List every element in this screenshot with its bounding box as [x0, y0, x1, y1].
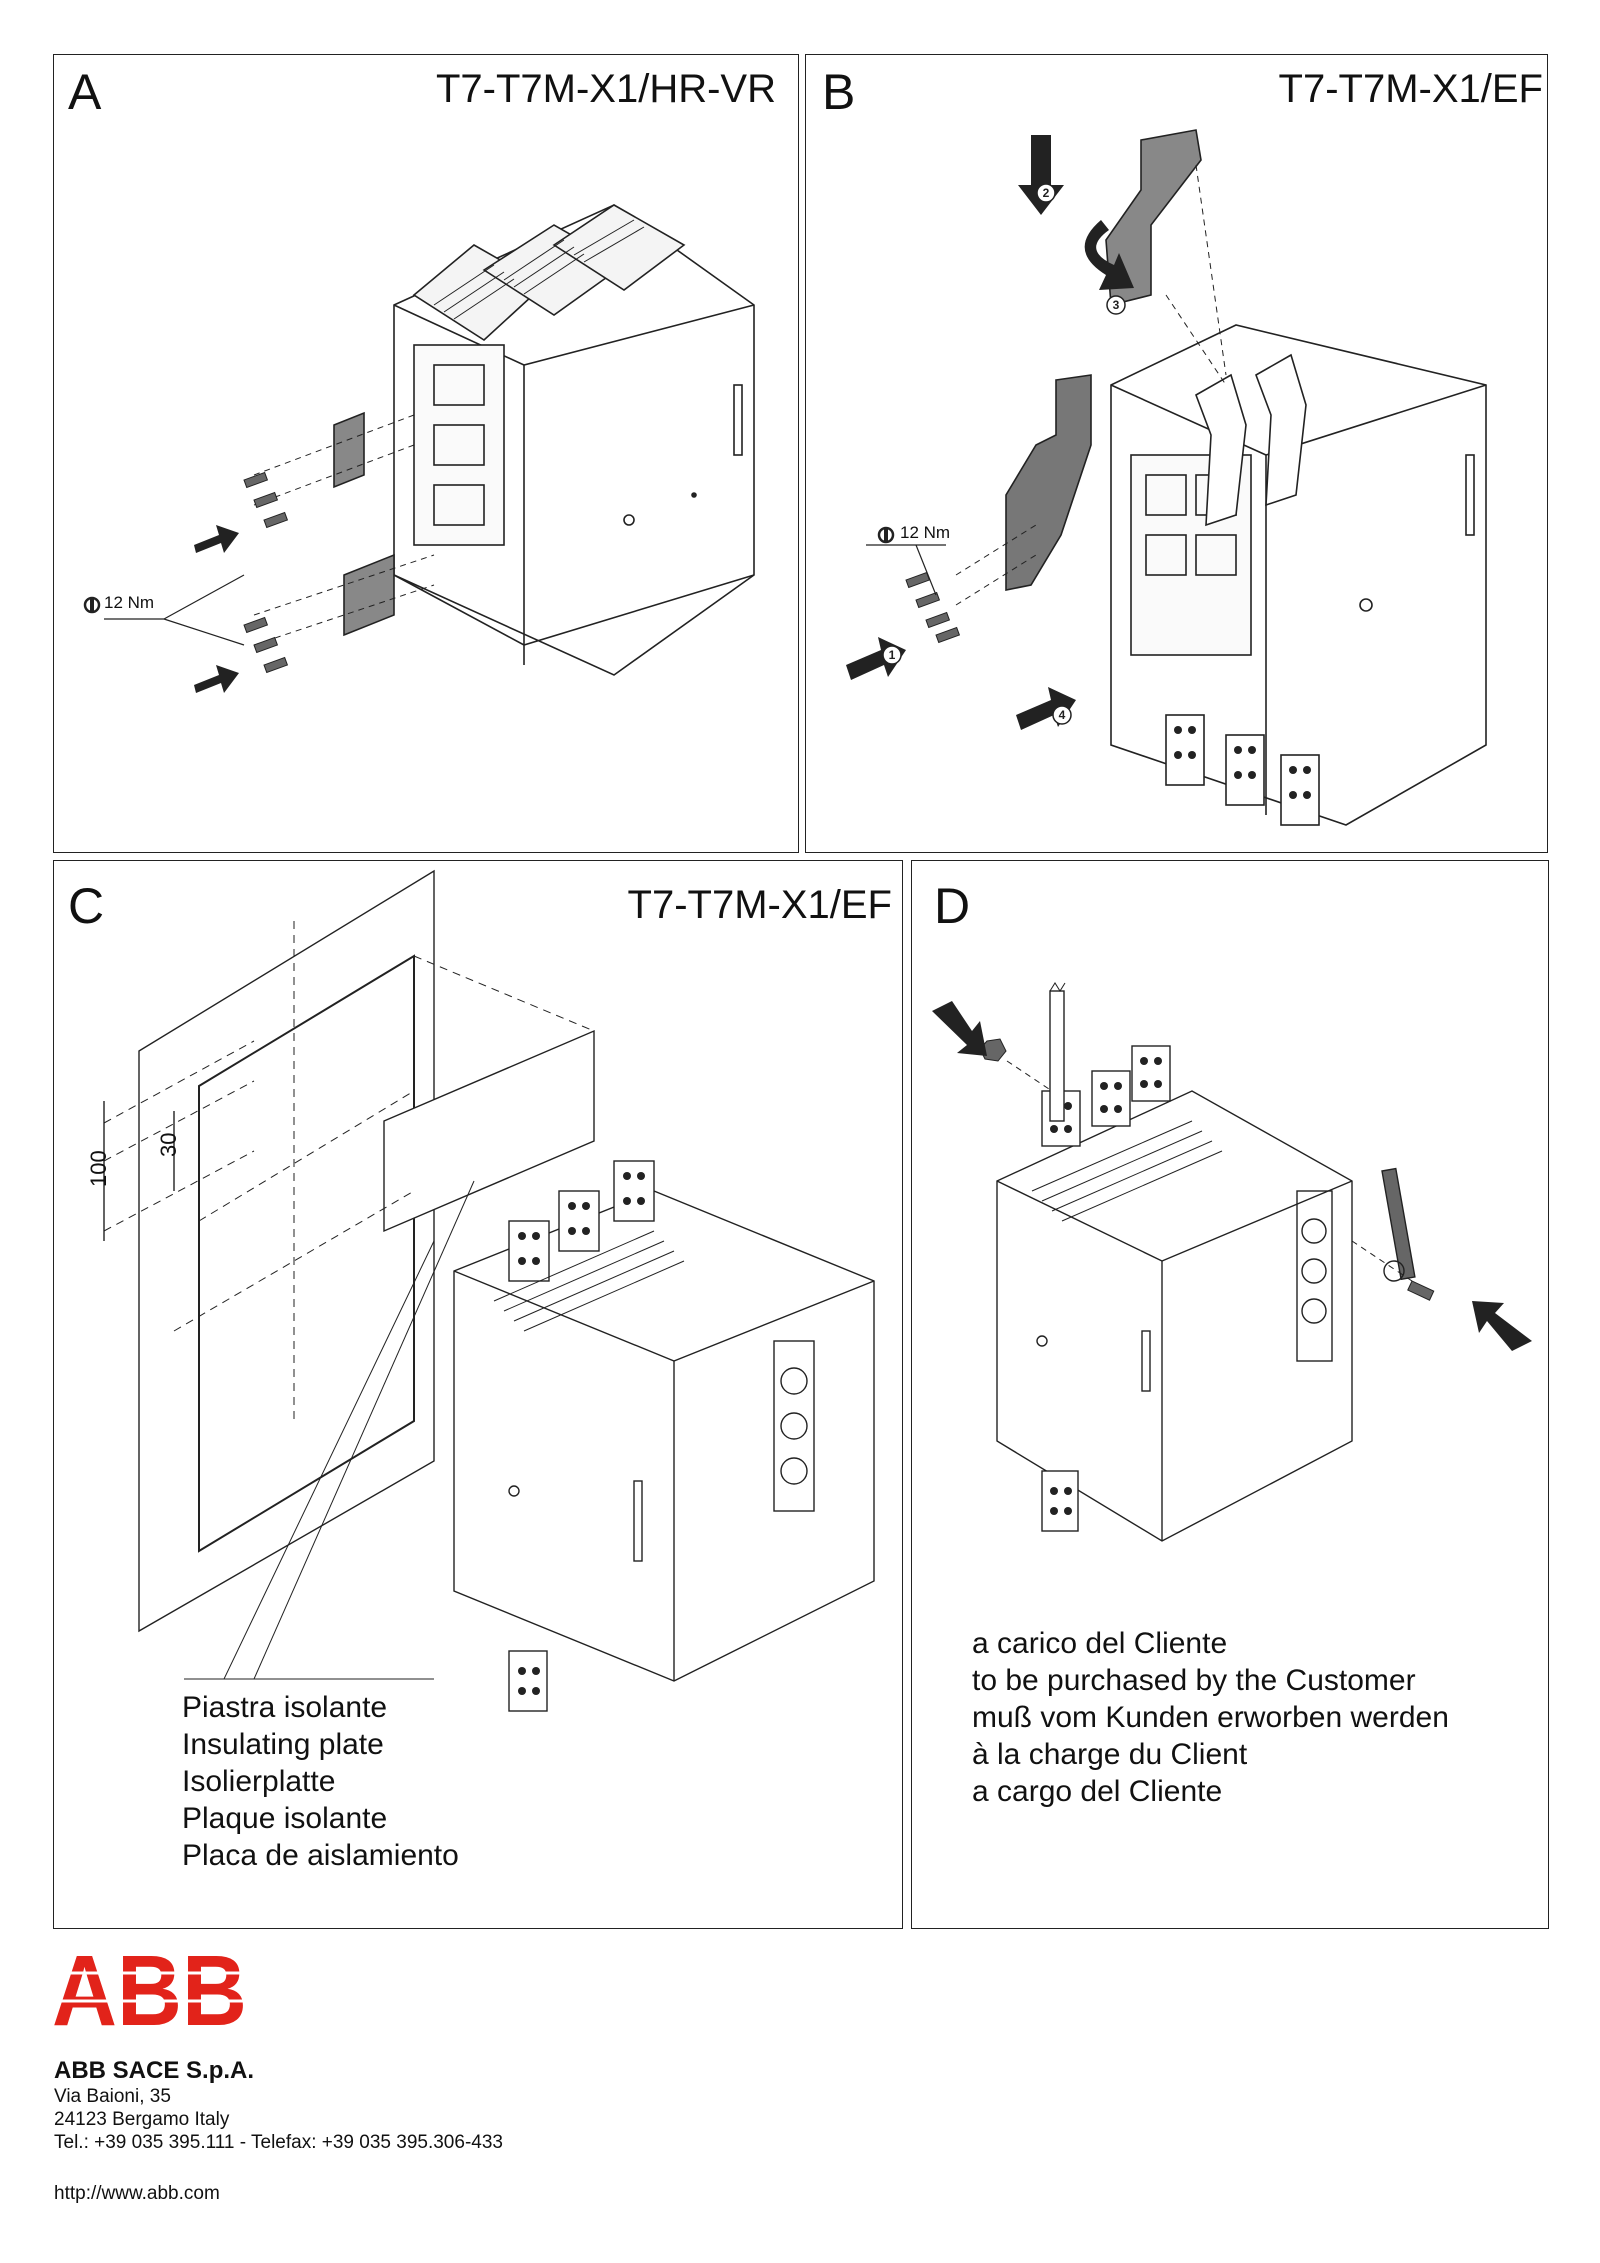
torque-wrench-icon	[83, 596, 101, 614]
panel-c-label: C	[68, 878, 105, 934]
company-name: ABB SACE S.p.A.	[54, 2057, 255, 2084]
address-phone: Tel.: +39 035 395.111 - Telefax: +39 035…	[54, 2132, 503, 2153]
panel-b-illustration: 1 2 3 4	[846, 129, 1487, 826]
dimension-30: 30	[156, 1132, 181, 1157]
panel-d-label: D	[934, 878, 971, 934]
panel-c-title: T7-T7M-X1/EF	[627, 883, 892, 927]
panel-a-title: T7-T7M-X1/HR-VR	[435, 67, 776, 111]
caption-line-it: Piastra isolante	[182, 1691, 388, 1724]
insertion-arrow-icon	[194, 525, 239, 553]
caption-line-de: muß vom Kunden erworben werden	[972, 1701, 1449, 1734]
insertion-arrow-icon	[932, 1001, 987, 1056]
caption-line-de: Isolierplatte	[182, 1765, 336, 1798]
panel-a: A T7-T7M-X1/HR-VR 12 Nm	[53, 54, 799, 853]
insertion-arrow-icon	[1084, 220, 1134, 290]
panel-a-illustration	[83, 204, 755, 693]
step-4-marker: 4	[1059, 708, 1066, 722]
customer-supply-caption: a carico del Cliente to be purchased by …	[972, 1625, 1449, 1810]
caption-line-es: a cargo del Cliente	[972, 1775, 1223, 1808]
footer: ABB ABB SACE S.p.A. Via Baioni, 35 24123…	[52, 1945, 752, 2225]
insulating-plate-caption: Piastra isolante Insulating plate Isolie…	[182, 1689, 459, 1874]
screw-group	[243, 471, 289, 674]
step-2-marker: 2	[1043, 186, 1050, 200]
caption-line-fr: Plaque isolante	[182, 1802, 388, 1835]
caption-line-fr: à la charge du Client	[972, 1738, 1248, 1771]
panel-d-illustration	[932, 982, 1532, 1542]
company-address: Via Baioni, 35 24123 Bergamo Italy Tel.:…	[54, 2085, 503, 2154]
caption-line-es: Placa de aislamiento	[182, 1839, 459, 1872]
caption-line-it: a carico del Cliente	[972, 1627, 1228, 1660]
panel-b-title: T7-T7M-X1/EF	[1278, 67, 1543, 111]
panel-b-label: B	[822, 64, 856, 120]
panel-c: C T7-T7M-X1/EF 100 30 Piastra isolante I…	[53, 860, 903, 1929]
torque-wrench-icon	[877, 526, 895, 544]
insertion-arrow-icon	[1472, 1301, 1532, 1351]
panel-c-illustration	[103, 869, 875, 1712]
insertion-arrow-icon	[194, 665, 239, 693]
abb-logo-text: ABB	[52, 1945, 247, 2035]
caption-line-en: to be purchased by the Customer	[972, 1664, 1416, 1697]
panel-d: D a carico del Cliente to be purchased b…	[911, 860, 1549, 1929]
insertion-arrow-icon	[1018, 135, 1064, 215]
step-1-marker: 1	[889, 648, 896, 662]
panel-a-torque: 12 Nm	[104, 593, 155, 612]
panel-b-torque: 12 Nm	[900, 523, 951, 542]
dimension-100: 100	[86, 1150, 111, 1187]
website-link[interactable]: http://www.abb.com	[54, 2183, 220, 2204]
panel-a-label: A	[68, 64, 102, 120]
panel-b: 1 2 3 4 B T7-T7M-X1/EF 12 Nm	[805, 54, 1548, 853]
address-city: 24123 Bergamo Italy	[54, 2109, 230, 2130]
step-3-marker: 3	[1113, 298, 1120, 312]
address-street: Via Baioni, 35	[54, 2086, 171, 2107]
caption-line-en: Insulating plate	[182, 1728, 384, 1761]
abb-logo-icon: ABB	[52, 1945, 252, 2035]
